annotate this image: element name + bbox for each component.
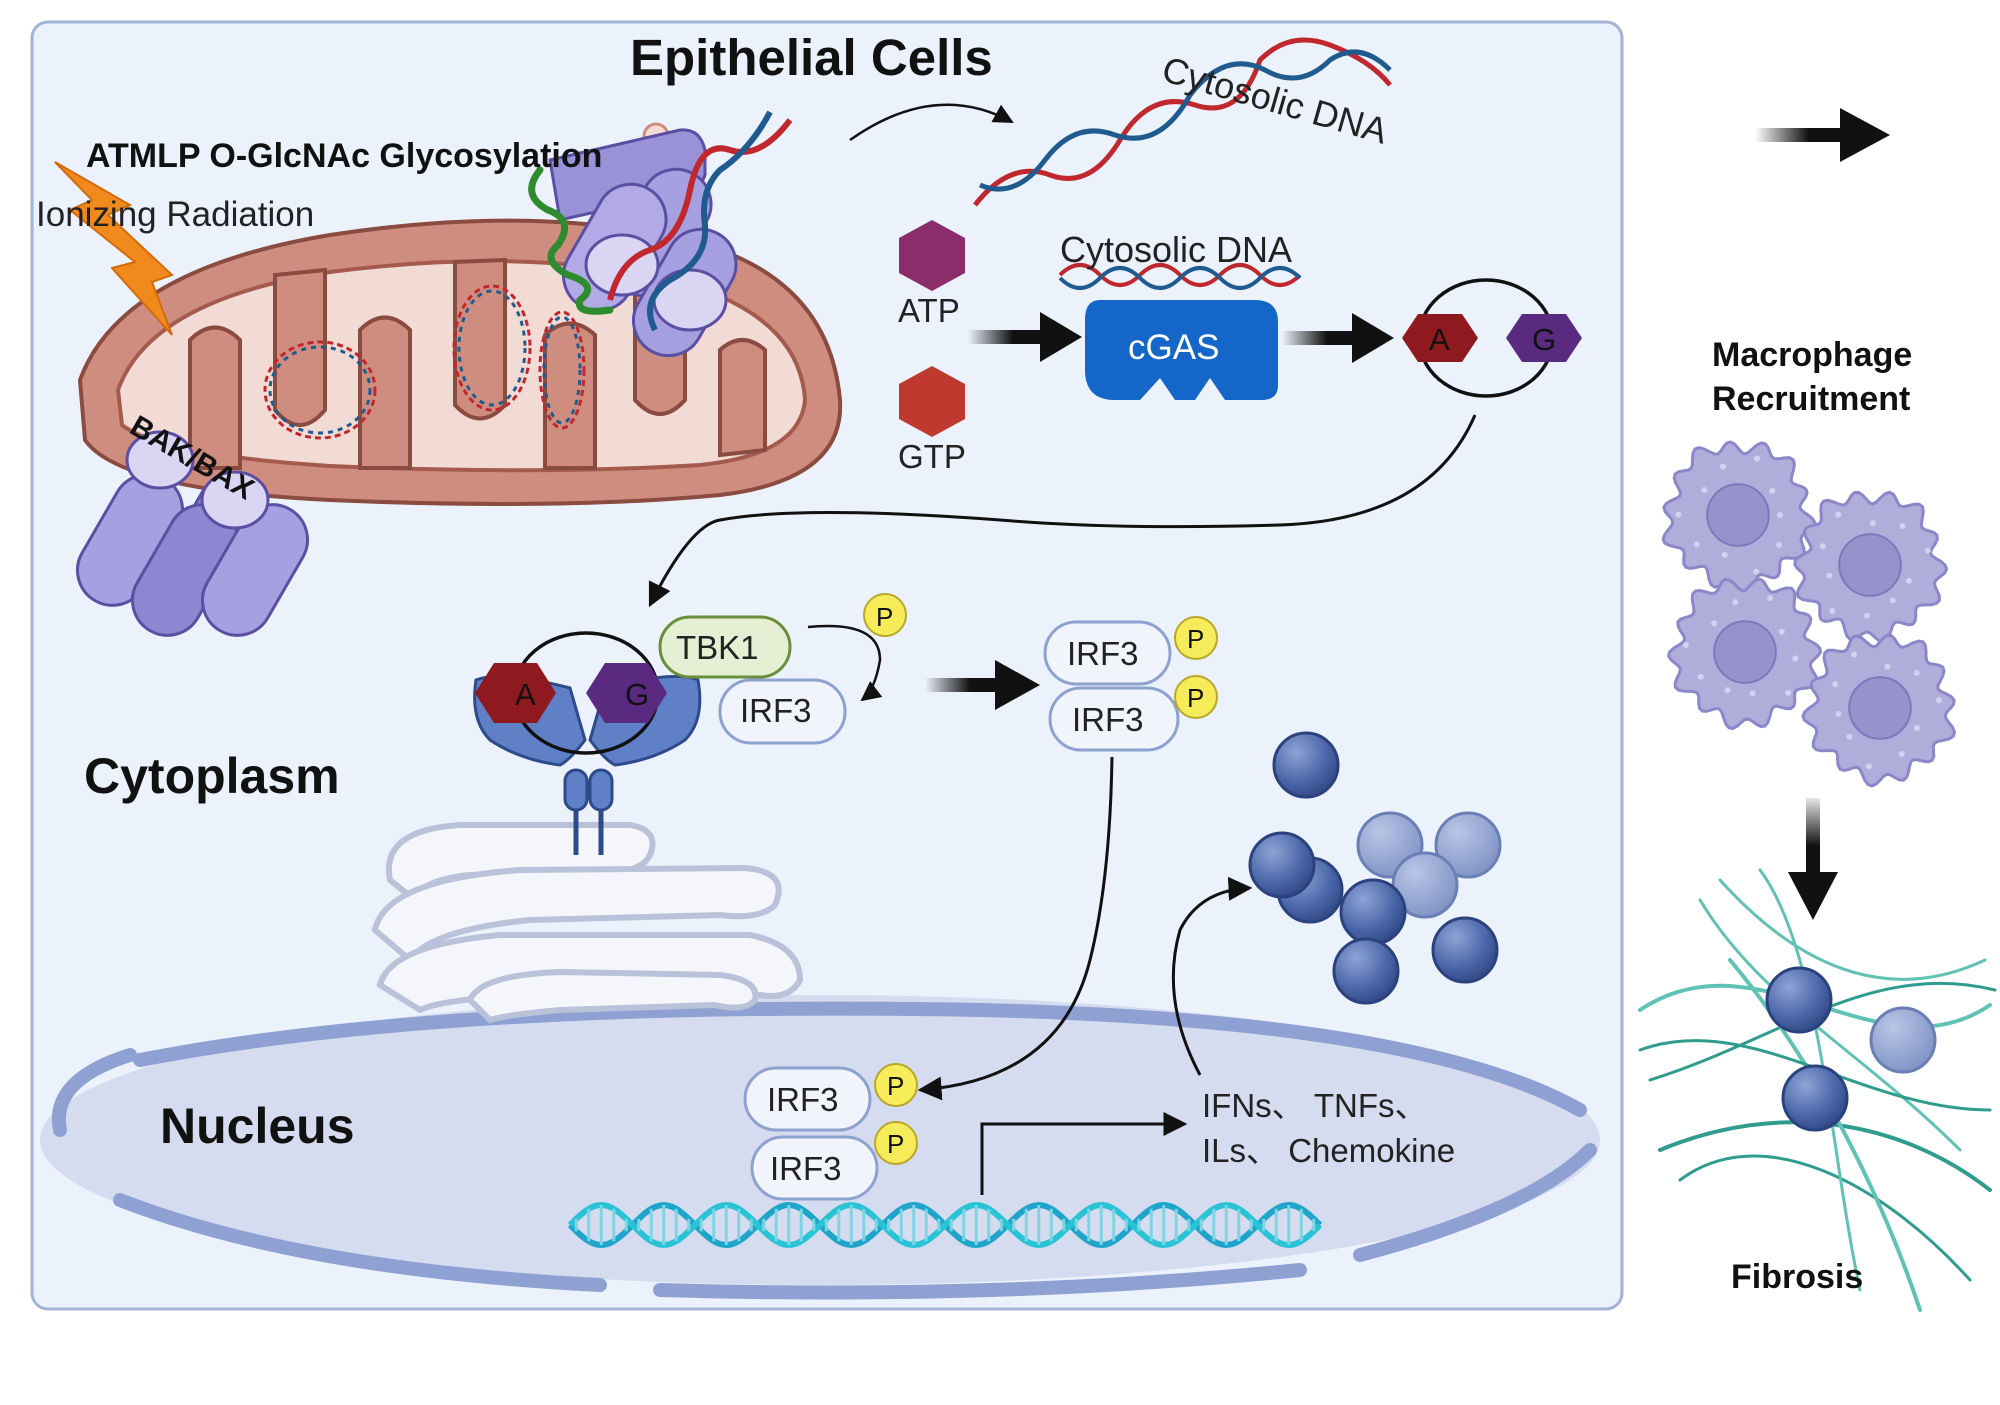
irf3-label-bound: IRF3 <box>740 692 812 729</box>
cgamp-a-label: A <box>1429 322 1450 357</box>
radiation-bolt-icon <box>54 161 174 336</box>
atp-icon <box>899 220 965 291</box>
irf3-activation-arrow <box>925 660 1040 710</box>
cytoplasm-title: Cytoplasm <box>84 748 340 804</box>
phosphate-icon-free <box>863 593 907 637</box>
cgamp-molecule <box>1402 278 1582 398</box>
cgamp-to-sting-arrow <box>648 414 1477 608</box>
irf3-label-cyto-1: IRF3 <box>1067 635 1139 672</box>
nucleus-title: Nucleus <box>160 1098 355 1154</box>
phosphate-label-free: P <box>876 602 893 632</box>
cytosolic-dna-helix-icon <box>973 37 1392 207</box>
cytokine-label-line1: IFNs、 TNFs、 <box>1202 1087 1427 1124</box>
substrate-arrow <box>968 312 1082 362</box>
tbk1-protein <box>658 615 792 679</box>
phosphate-label-cyto-1: P <box>1187 624 1204 654</box>
irf3-dimer-cytoplasm <box>1043 616 1218 752</box>
o-glcnac-strand <box>528 166 614 315</box>
cgas-enzyme <box>1085 300 1278 400</box>
bak-bax-channel-icon <box>76 430 309 637</box>
macrophage-title-line1: Macrophage <box>1712 336 1912 374</box>
cgas-product-arrow <box>1282 313 1394 363</box>
nuclear-translocation-arrow <box>917 756 1114 1101</box>
cytokine-label-line2: ILs、 Chemokine <box>1202 1132 1455 1169</box>
epithelial-cells-title: Epithelial Cells <box>630 29 993 86</box>
cytokine-cluster-icon <box>1248 731 1502 1005</box>
phosphate-label-cyto-2: P <box>1187 683 1204 713</box>
fibrosis-arrow <box>1788 798 1838 920</box>
tbk1-label: TBK1 <box>676 629 759 666</box>
macrophage-cells-icon <box>1661 440 1957 788</box>
sting-a-label: A <box>515 677 536 712</box>
cgamp-g-label: G <box>1532 322 1556 357</box>
glycosylation-label: ATMLP O-GlcNAc Glycosylation <box>86 137 602 175</box>
golgi-apparatus-icon <box>371 822 804 1024</box>
irf3-label-cyto-2: IRF3 <box>1072 701 1144 738</box>
irf3-dimer-nucleus <box>743 1063 918 1201</box>
gtp-label: GTP <box>898 438 966 475</box>
macrophage-arrow <box>1755 108 1890 162</box>
atp-label: ATP <box>898 292 960 329</box>
phosphorylation-arrow <box>807 624 883 702</box>
irf3-label-nuc-1: IRF3 <box>767 1081 839 1118</box>
cgas-label: cGAS <box>1128 328 1219 367</box>
release-arrow <box>849 103 1014 142</box>
phosphate-label-nuc-2: P <box>887 1129 904 1159</box>
cytosolic-dna-label-cgas: Cytosolic DNA <box>1060 229 1292 270</box>
irf3-protein-bound <box>718 678 847 745</box>
macrophage-title-line2: Recruitment <box>1712 380 1910 418</box>
fibrosis-fibers-icon <box>1638 868 1997 1312</box>
fibrosis-title: Fibrosis <box>1731 1258 1863 1296</box>
cgas-bound-dna-icon <box>1058 263 1302 290</box>
secretion-arrow <box>1171 876 1253 1076</box>
radiation-label: Ionizing Radiation <box>36 195 314 234</box>
phosphate-label-nuc-1: P <box>887 1071 904 1101</box>
mptp-channel-icon <box>548 128 738 358</box>
mtdna-release-helix-icon <box>607 110 793 332</box>
nuclear-dna-helix-icon <box>567 1201 1323 1249</box>
transcription-arrow <box>980 1112 1188 1195</box>
cgamp-bound-molecule <box>475 631 667 755</box>
sting-g-label: G <box>625 677 649 712</box>
gtp-icon <box>899 366 965 437</box>
irf3-label-nuc-2: IRF3 <box>770 1150 842 1187</box>
